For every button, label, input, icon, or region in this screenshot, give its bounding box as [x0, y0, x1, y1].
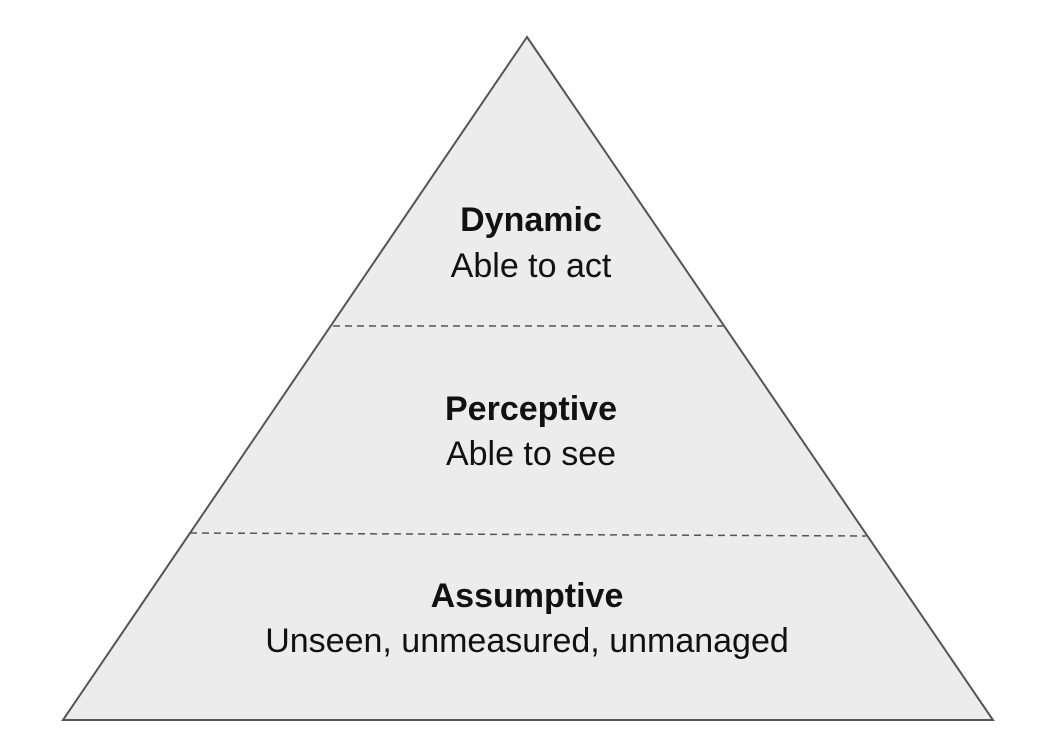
tier-assumptive: Assumptive Unseen, unmeasured, unmanaged [265, 577, 789, 660]
tier-subtitle-perceptive: Able to see [446, 435, 616, 473]
tier-subtitle-assumptive: Unseen, unmeasured, unmanaged [265, 622, 789, 660]
tier-divider-bottom [189, 532, 867, 537]
tier-dynamic: Dynamic Able to act [451, 201, 612, 285]
tier-perceptive: Perceptive Able to see [445, 390, 617, 473]
tier-title-dynamic: Dynamic [460, 201, 602, 239]
tier-title-perceptive: Perceptive [445, 390, 617, 428]
tier-title-assumptive: Assumptive [431, 577, 624, 615]
tier-subtitle-dynamic: Able to act [451, 247, 612, 285]
pyramid-outline [61, 35, 995, 721]
